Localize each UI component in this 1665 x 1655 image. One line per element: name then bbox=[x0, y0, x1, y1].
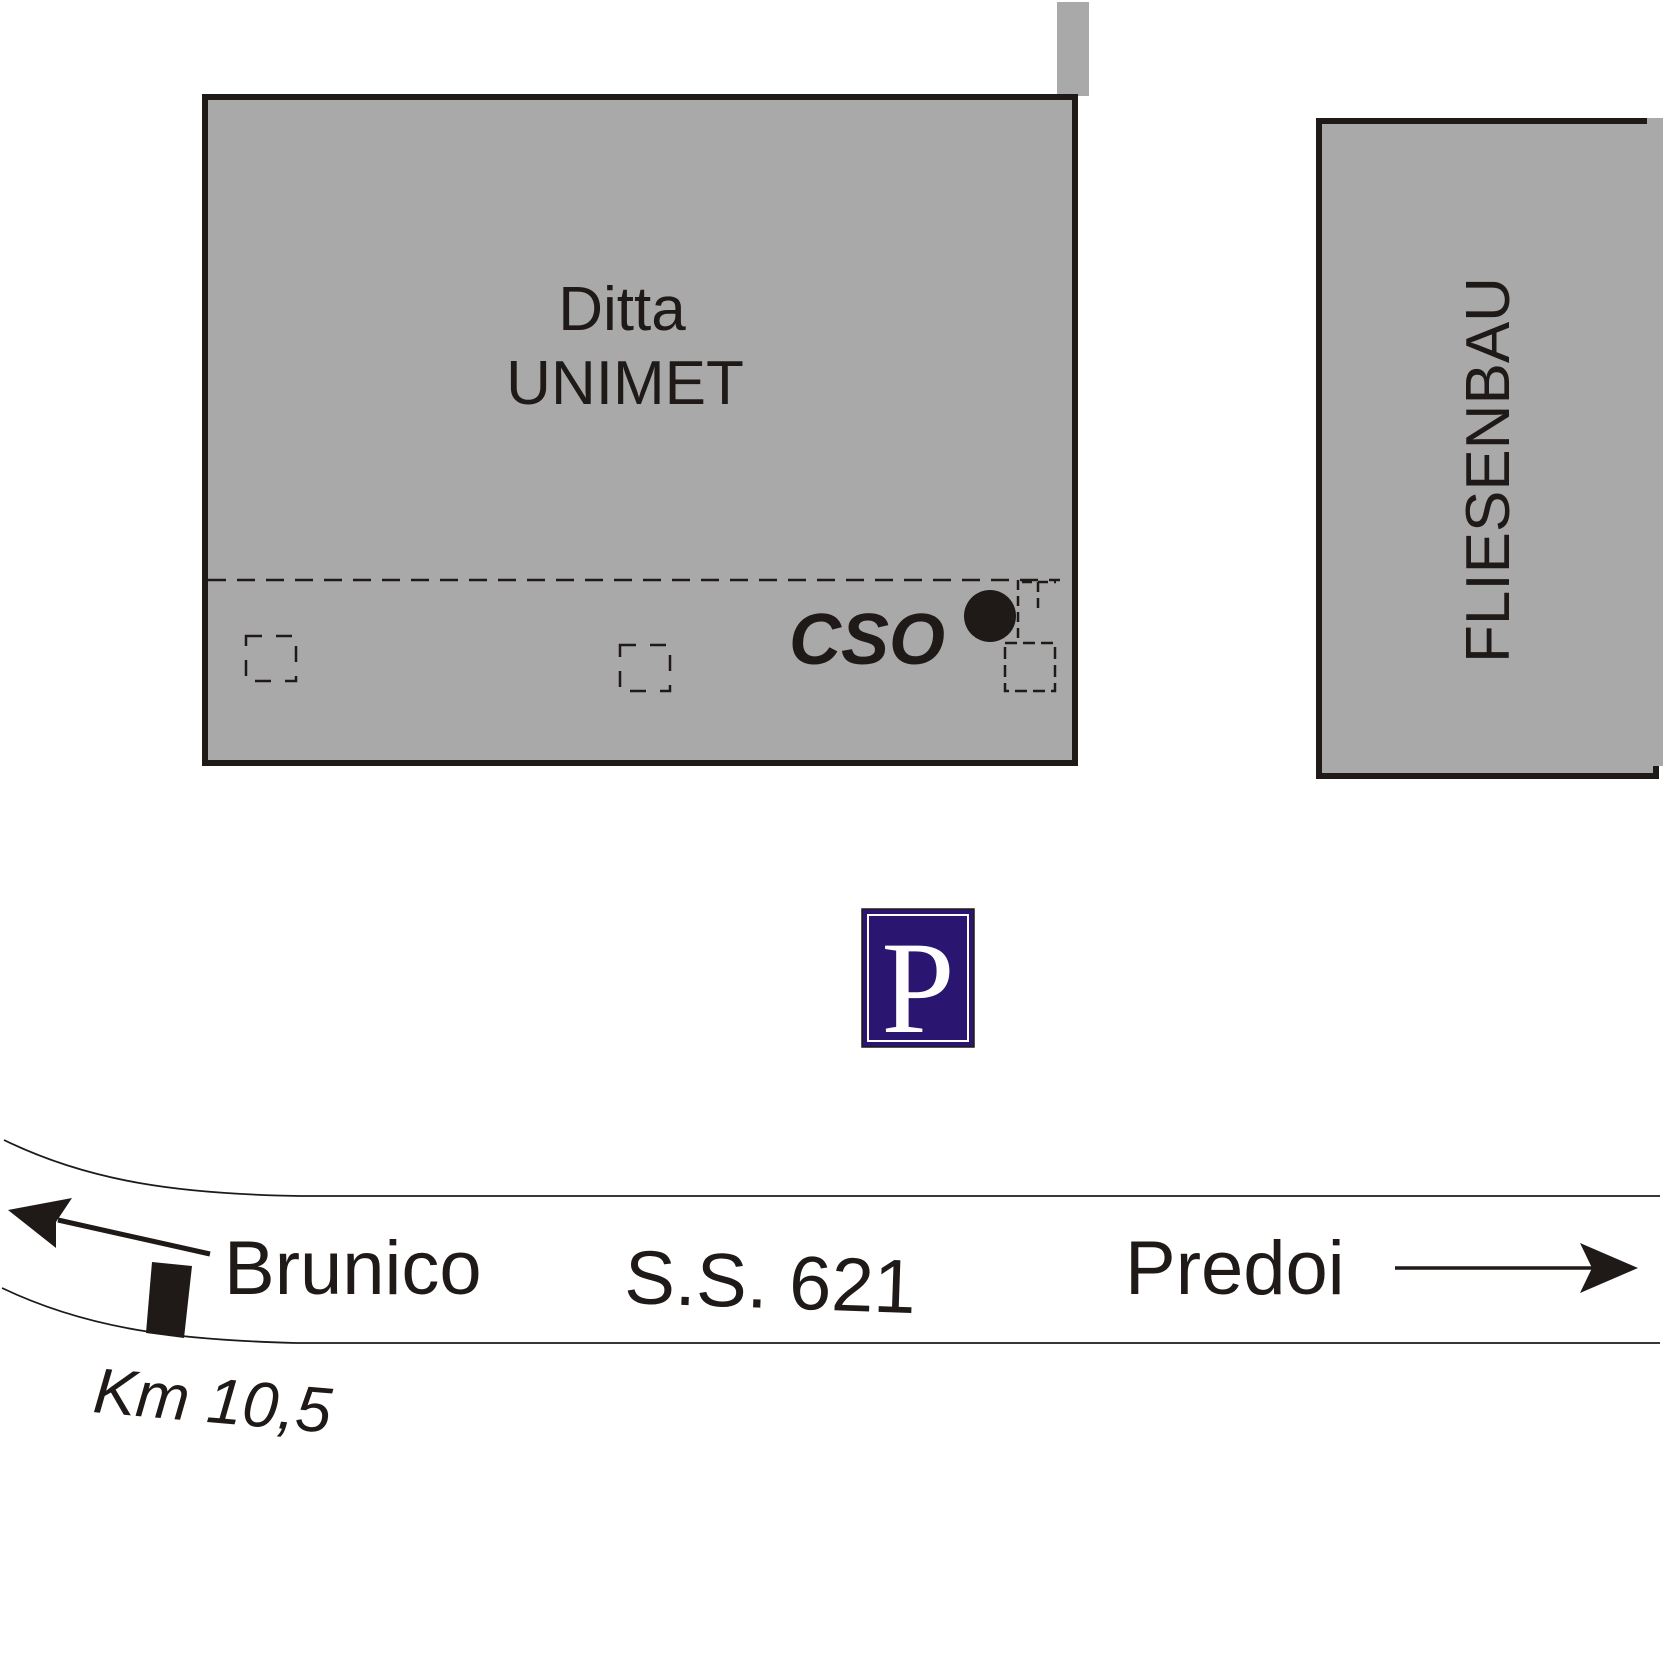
arrow-east-icon bbox=[1580, 1243, 1638, 1293]
parking-sign-background bbox=[861, 908, 975, 1048]
building-fliesenbau: FLIESENBAU bbox=[1316, 118, 1663, 779]
parking-sign: P bbox=[861, 908, 975, 1061]
building-fliesenbau-edge-strip bbox=[1647, 118, 1663, 766]
km-post-icon bbox=[146, 1262, 192, 1338]
destination-west-label: Brunico bbox=[224, 1226, 482, 1311]
road-name-label: S.S. 621 bbox=[623, 1235, 917, 1330]
building-unimet: Ditta UNIMET bbox=[202, 94, 1078, 766]
dashed-box-2 bbox=[618, 643, 672, 693]
building-unimet-label-line2: UNIMET bbox=[506, 349, 744, 418]
gate-post bbox=[1057, 2, 1089, 96]
arrow-west-shaft bbox=[57, 1217, 211, 1257]
cso-marker: CSO bbox=[789, 590, 1016, 680]
dashed-bracket bbox=[1016, 580, 1056, 638]
road-edge-north bbox=[3, 1139, 1660, 1197]
road-ss621: Brunico S.S. 621 Predoi Km 10,5 bbox=[1, 1139, 1660, 1447]
building-fliesenbau-outline bbox=[1316, 118, 1659, 779]
arrow-west-icon bbox=[8, 1198, 72, 1248]
km-marker-label: Km 10,5 bbox=[91, 1354, 335, 1447]
parking-sign-inner-border bbox=[867, 914, 969, 1042]
cso-label: CSO bbox=[789, 600, 945, 680]
cso-dot-icon bbox=[964, 590, 1016, 642]
building-unimet-label-line1: Ditta bbox=[558, 275, 686, 344]
dashed-box-3 bbox=[1003, 641, 1057, 693]
dashed-box-1 bbox=[244, 634, 298, 683]
parking-icon: P bbox=[881, 914, 954, 1061]
destination-east-label: Predoi bbox=[1125, 1226, 1345, 1311]
building-fliesenbau-label: FLIESENBAU bbox=[1454, 277, 1523, 663]
building-unimet-outline bbox=[202, 94, 1078, 766]
